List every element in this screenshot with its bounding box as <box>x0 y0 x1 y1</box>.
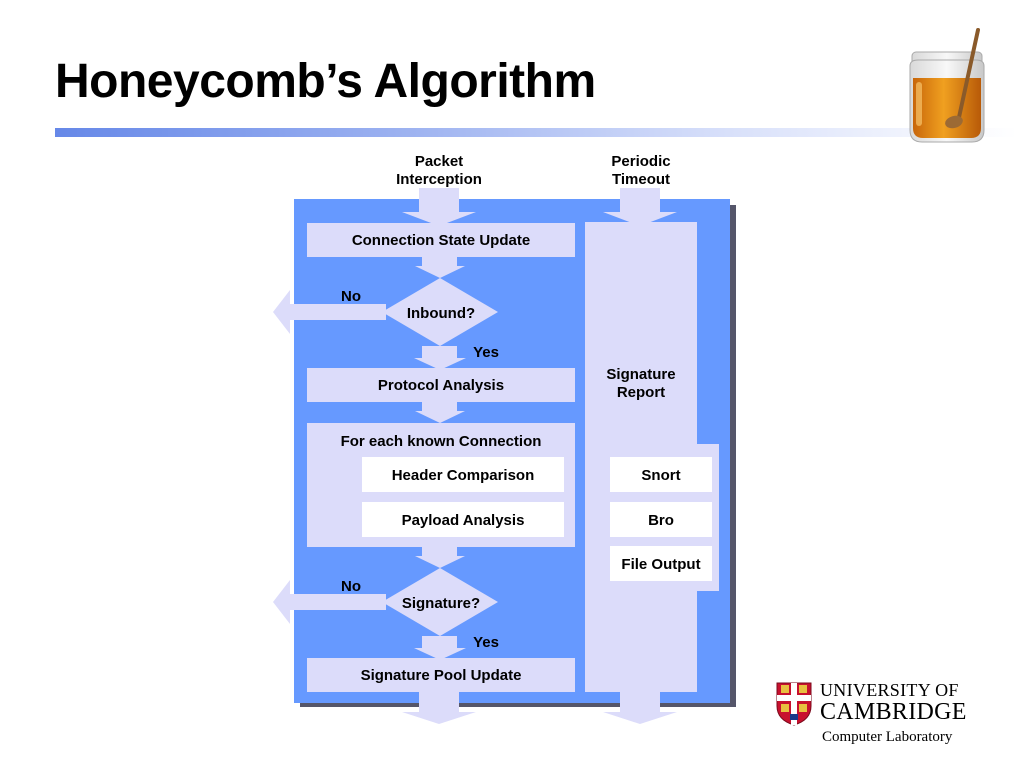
snort-output-label: Snort <box>641 467 680 484</box>
signature-report-label-line2: Report <box>617 384 665 401</box>
signature-yes-arrow <box>414 636 466 660</box>
payload-analysis-label: Payload Analysis <box>402 512 525 529</box>
title-underline <box>55 128 1017 137</box>
file-output-box <box>610 546 712 581</box>
header-comparison-box <box>362 457 564 492</box>
logo-computer-laboratory: Computer Laboratory <box>822 729 953 745</box>
timeout-input-arrow <box>603 188 677 226</box>
inbound-no-label: No <box>341 288 361 305</box>
signature-report-label-line1: Signature <box>606 366 675 383</box>
signature-no-label: No <box>341 578 361 595</box>
protocol-analysis-box <box>307 368 575 402</box>
logo-cambridge: CAMBRIDGE <box>820 699 967 725</box>
inbound-no-arrow <box>273 290 386 334</box>
report-output-arrow <box>603 692 677 724</box>
inbound-yes-arrow <box>414 346 466 370</box>
pool-output-arrow <box>402 692 476 724</box>
bro-output-label: Bro <box>648 512 674 529</box>
connection-state-update-label: Connection State Update <box>352 232 530 249</box>
signature-decision-diamond <box>382 568 498 636</box>
connection-state-update-box <box>307 223 575 257</box>
cambridge-shield-icon <box>776 682 812 726</box>
honey-jar-icon <box>909 28 985 143</box>
inbound-decision-diamond <box>382 278 498 346</box>
packet-interception-label-line2: Interception <box>396 171 482 188</box>
signature-no-arrow <box>273 580 386 624</box>
packet-input-arrow <box>402 188 476 226</box>
inbound-yes-label: Yes <box>473 344 499 361</box>
protocol-analysis-label: Protocol Analysis <box>378 377 504 394</box>
periodic-timeout-label-line1: Periodic <box>611 153 670 170</box>
packet-interception-label-line1: Packet <box>415 153 463 170</box>
logo-university-of: UNIVERSITY OF <box>820 680 959 700</box>
signature-decision-label: Signature? <box>402 595 480 612</box>
slide-title: Honeycomb’s Algorithm <box>55 55 596 108</box>
header-comparison-label: Header Comparison <box>392 467 535 484</box>
inbound-decision-label: Inbound? <box>407 305 475 322</box>
file-output-label: File Output <box>621 556 700 573</box>
payload-analysis-box <box>362 502 564 537</box>
flow-arrow <box>415 402 465 423</box>
flow-arrow <box>415 257 465 278</box>
bro-output-box <box>610 502 712 537</box>
for-each-connection-label: For each known Connection <box>341 433 542 450</box>
signature-pool-update-label: Signature Pool Update <box>361 667 522 684</box>
signature-pool-update-box <box>307 658 575 692</box>
snort-output-box <box>610 457 712 492</box>
periodic-timeout-label-line2: Timeout <box>612 171 670 188</box>
flow-arrow <box>415 547 465 568</box>
signature-yes-label: Yes <box>473 634 499 651</box>
